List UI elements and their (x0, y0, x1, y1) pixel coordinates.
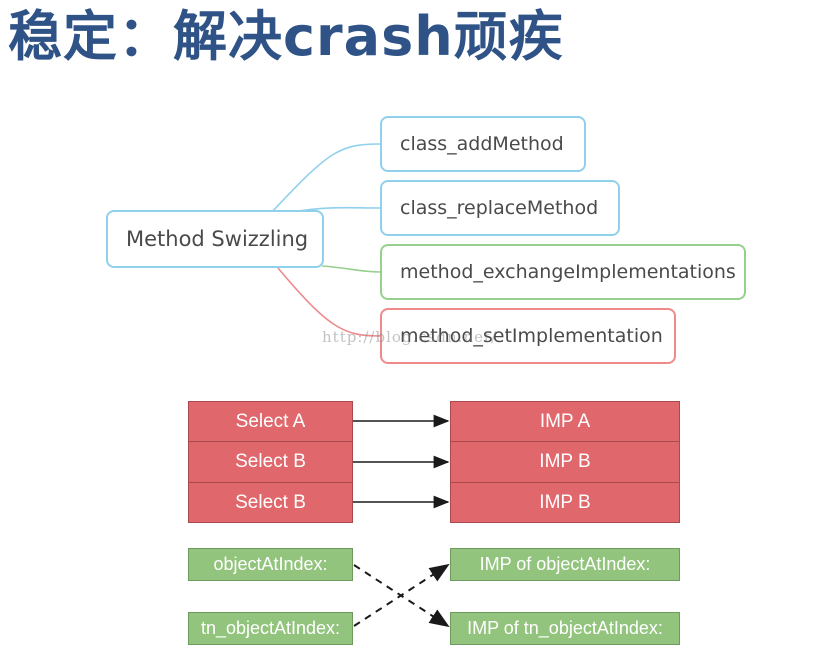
mindmap-node-class-replacemethod: class_replaceMethod (380, 180, 620, 236)
imp-cell: IMP A (450, 401, 680, 442)
selector-objectatindex: objectAtIndex: (188, 548, 353, 581)
cross-arrow-up (353, 563, 450, 627)
watermark: http://blog.csdn.net/ (322, 328, 498, 346)
mindmap-node-method-setimplementation: method_setImplementation (380, 308, 676, 364)
selector-cell: Select B (188, 482, 353, 523)
selector-tn-objectatindex: tn_objectAtIndex: (188, 612, 353, 645)
link-class-addmethod (271, 143, 381, 213)
imp-objectatindex: IMP of objectAtIndex: (450, 548, 680, 581)
selector-cell: Select B (188, 441, 353, 483)
link-method-setimpl (277, 267, 381, 337)
mindmap-node-method-exchange: method_exchangeImplementations (380, 244, 746, 300)
imp-tn-objectatindex: IMP of tn_objectAtIndex: (450, 612, 680, 645)
imp-cell: IMP B (450, 441, 680, 483)
page-title: 稳定：解决crash顽疾 (8, 5, 564, 68)
mindmap-root-node: Method Swizzling (106, 210, 324, 268)
selector-cell: Select A (188, 401, 353, 442)
mindmap-node-class-addmethod: class_addMethod (380, 116, 586, 172)
imp-cell: IMP B (450, 482, 680, 523)
link-method-exchange (321, 265, 381, 273)
